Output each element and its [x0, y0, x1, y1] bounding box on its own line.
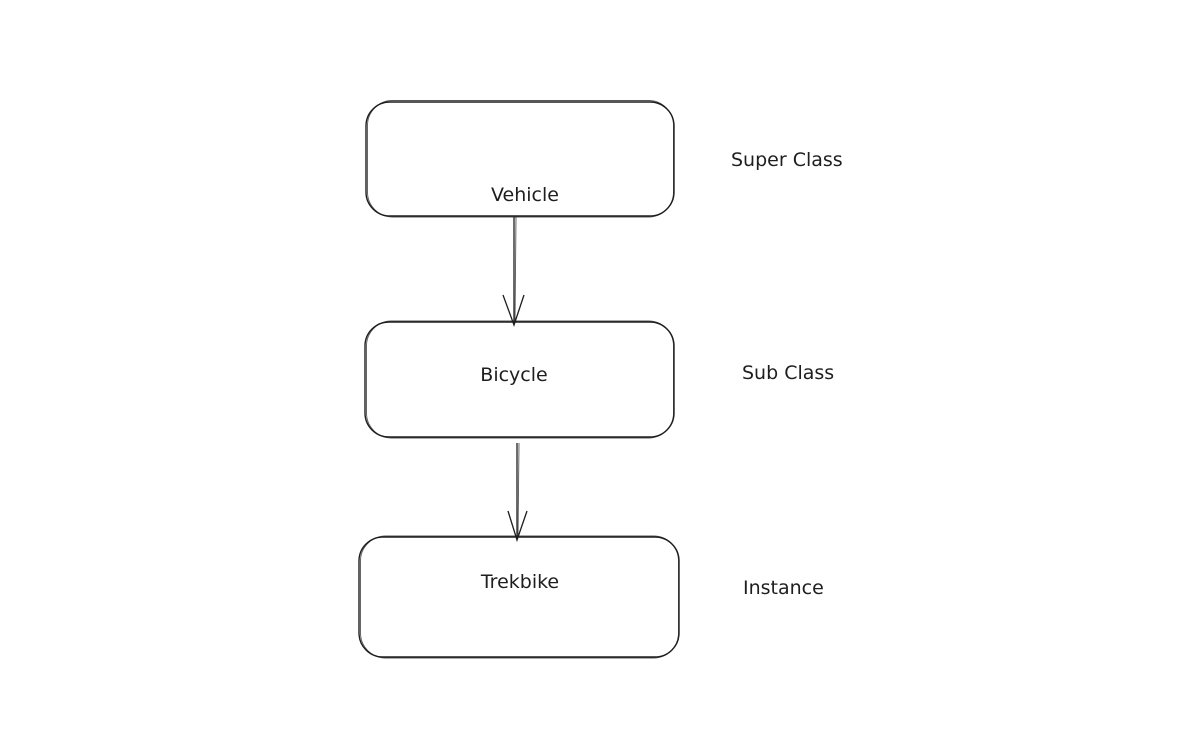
edge-vehicle-to-bicycle — [502, 216, 525, 327]
node-trekbike[interactable]: Trekbike — [358, 535, 680, 659]
side-label-instance: Instance — [743, 577, 824, 599]
node-bicycle-box — [364, 321, 675, 438]
node-trekbike-box-sketch — [360, 535, 679, 659]
node-vehicle-label: Vehicle — [491, 184, 559, 206]
node-bicycle-label: Bicycle — [480, 364, 547, 386]
side-label-super-class: Super Class — [731, 149, 843, 171]
node-vehicle-box — [365, 101, 675, 217]
node-vehicle[interactable]: Vehicle — [365, 100, 675, 218]
node-bicycle-box-sketch — [366, 320, 674, 439]
node-trekbike-label: Trekbike — [480, 571, 559, 593]
edge-bicycle-to-trekbike — [507, 442, 528, 543]
side-label-sub-class: Sub Class — [742, 362, 834, 384]
node-bicycle[interactable]: Bicycle — [364, 320, 675, 439]
node-vehicle-box-sketch — [367, 100, 674, 218]
edge-bicycle-to-trekbike-arrowhead — [507, 510, 528, 543]
edge-vehicle-to-bicycle-arrowhead — [502, 294, 525, 327]
edge-bicycle-to-trekbike-line-sketch — [517, 442, 520, 539]
node-trekbike-box — [358, 536, 680, 658]
edge-vehicle-to-bicycle-line-sketch — [514, 216, 517, 324]
